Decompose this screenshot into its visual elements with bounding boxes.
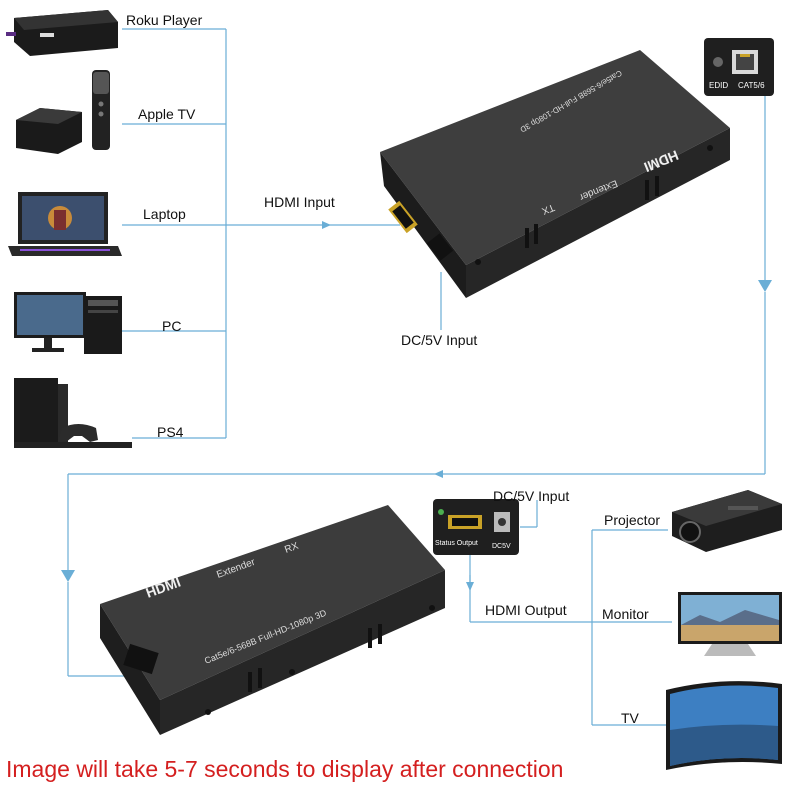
projector-icon: [672, 490, 782, 552]
cat-cable-route: [61, 95, 772, 677]
tx-port-callout: EDID CAT5/6: [704, 38, 774, 96]
rx-power-label: DC/5V Input: [493, 488, 570, 504]
laptop-icon: [8, 192, 122, 256]
source-label-apple-tv: Apple TV: [138, 106, 196, 122]
output-connector-lines: [466, 500, 672, 726]
display-label-tv: TV: [621, 710, 639, 726]
pc-icon: [14, 292, 122, 354]
source-label-ps4: PS4: [157, 424, 184, 440]
tx-power-label: DC/5V Input: [401, 332, 478, 348]
roku-player-icon: [6, 10, 118, 56]
hdmi-output-label: HDMI Output: [485, 602, 567, 618]
rx-port-dc: DC5V: [492, 543, 511, 550]
tx-port-edid: EDID: [709, 81, 728, 90]
ps4-icon: [14, 378, 132, 448]
display-label-projector: Projector: [604, 512, 661, 528]
apple-tv-icon: [16, 70, 110, 154]
tx-port-cat: CAT5/6: [738, 81, 765, 90]
display-label-monitor: Monitor: [602, 606, 649, 622]
rx-port-status: Status Output: [435, 540, 478, 547]
source-label-pc: PC: [162, 318, 182, 334]
rx-mode: RX: [283, 541, 300, 556]
source-connector-lines: [122, 28, 400, 439]
tv-icon: [666, 681, 782, 770]
tx-mode: TX: [540, 201, 556, 216]
transmitter-device: HDMI Extender TX Cat5e/6-568B Full-HD-10…: [380, 50, 730, 298]
source-label-laptop: Laptop: [143, 206, 186, 222]
hdmi-input-label: HDMI Input: [264, 194, 335, 210]
connection-delay-caption: Image will take 5-7 seconds to display a…: [6, 756, 564, 782]
source-label-roku: Roku Player: [126, 12, 203, 28]
monitor-icon: [678, 592, 782, 656]
rx-port-callout: Status Output DC5V: [433, 499, 519, 555]
receiver-device: HDMI Extender RX Cat5e/6-568B Full-HD-10…: [100, 505, 445, 735]
